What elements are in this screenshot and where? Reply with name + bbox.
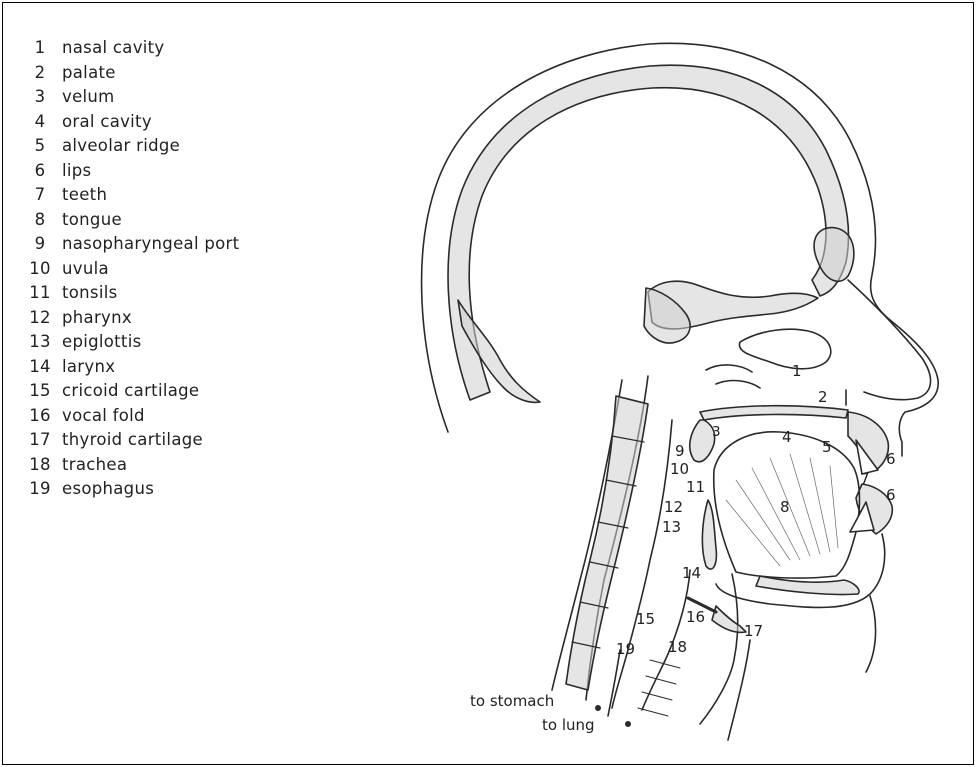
hard-palate — [700, 406, 848, 420]
label-14: 14 — [682, 564, 701, 582]
label-8: 8 — [780, 498, 790, 516]
stomach-dot — [595, 705, 601, 711]
label-18: 18 — [668, 638, 687, 656]
thyroid-cartilage — [712, 606, 746, 632]
chin-contour — [716, 534, 885, 607]
label-13: 13 — [662, 518, 681, 536]
label-12: 12 — [664, 498, 683, 516]
label-4: 4 — [782, 428, 792, 446]
nasal-concha — [706, 365, 760, 388]
label-7: 7 — [860, 470, 870, 488]
skull-inner-contour — [448, 65, 848, 400]
label-2: 2 — [818, 388, 828, 406]
label-5: 5 — [822, 438, 832, 456]
label-15: 15 — [636, 610, 655, 628]
epiglottis — [702, 500, 716, 569]
label-11: 11 — [686, 478, 705, 496]
label-3: 3 — [712, 424, 721, 440]
velum — [690, 420, 715, 462]
label-9: 9 — [675, 442, 685, 460]
label-10: 10 — [670, 460, 689, 478]
trachea-rings — [638, 660, 680, 716]
to-lung-label: to lung — [542, 716, 595, 734]
to-stomach-label: to stomach — [470, 692, 554, 710]
label-17: 17 — [744, 622, 763, 640]
mandible — [756, 576, 859, 595]
label-16: 16 — [686, 608, 705, 626]
label-6-upper: 6 — [886, 450, 896, 468]
label-1: 1 — [792, 362, 802, 380]
nasal-cavity-outline — [739, 329, 830, 369]
skull-outer-contour — [422, 43, 939, 456]
label-6-lower: 6 — [886, 486, 896, 504]
nasal-bone — [848, 280, 931, 400]
neck-contour — [728, 596, 876, 740]
label-19: 19 — [616, 640, 635, 658]
lung-dot — [625, 721, 631, 727]
